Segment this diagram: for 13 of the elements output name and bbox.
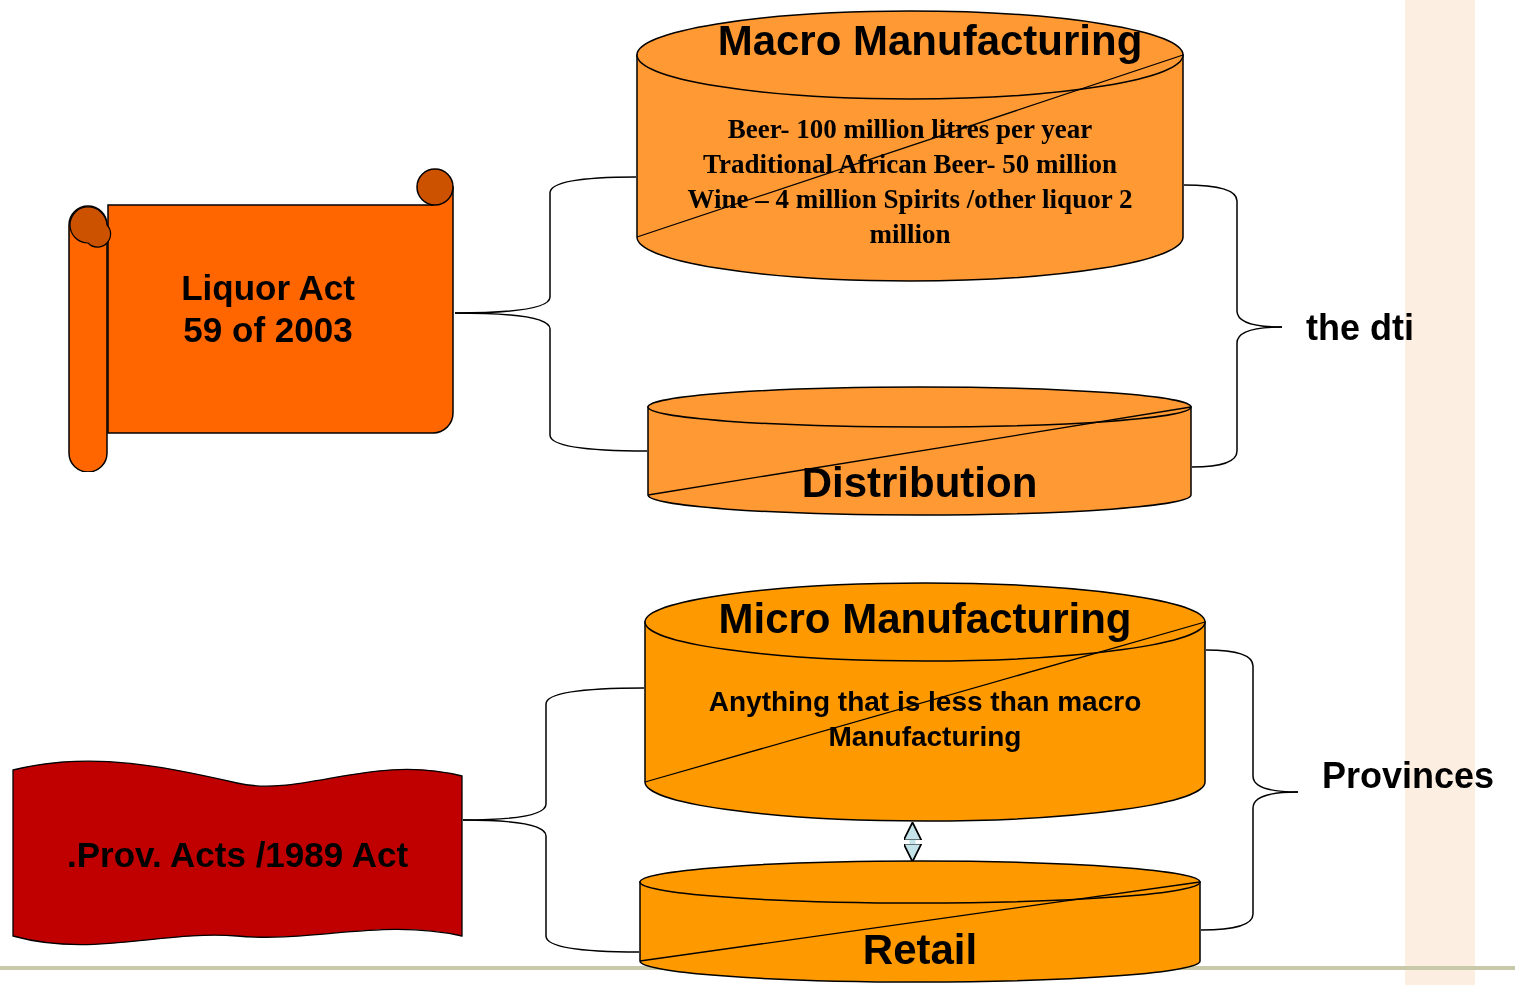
double-arrow [902,821,923,863]
group-label: Provinces [1322,754,1495,798]
brace-connector [454,312,648,452]
brace-connector [1191,326,1283,468]
section-heading: Retail [861,924,979,975]
section-heading: Micro Manufacturing [717,596,1133,643]
act-title: Liquor Act 59 of 2003 [180,267,356,351]
act-title: .Prov. Acts /1989 Act [65,834,410,876]
brace-connector [1200,791,1299,931]
brace-connector [462,819,640,953]
section-heading: Macro Manufacturing [716,18,1144,65]
group-label: the dti [1306,306,1414,350]
section-heading: Distribution [800,457,1039,508]
